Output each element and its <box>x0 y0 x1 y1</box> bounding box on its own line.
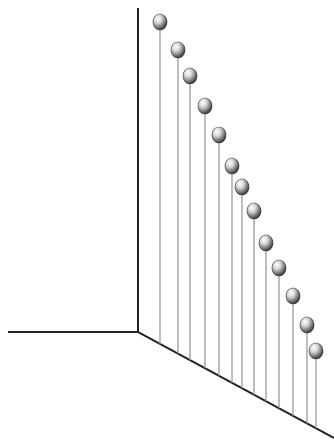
stem-marker <box>286 288 300 304</box>
stem-marker <box>225 158 239 174</box>
stem-marker <box>259 235 273 251</box>
stem-marker <box>300 317 314 333</box>
stem-marker <box>183 68 197 84</box>
receding-baseline <box>138 332 334 438</box>
stem-marker <box>198 98 212 114</box>
stem-marker <box>171 42 185 58</box>
stem-marker <box>235 179 249 195</box>
stem-marker <box>309 343 323 359</box>
stem-marker <box>247 203 261 219</box>
stem-marker <box>272 260 286 276</box>
stem-marker <box>212 127 226 143</box>
stems-group <box>160 28 316 428</box>
stem-marker <box>153 14 167 30</box>
